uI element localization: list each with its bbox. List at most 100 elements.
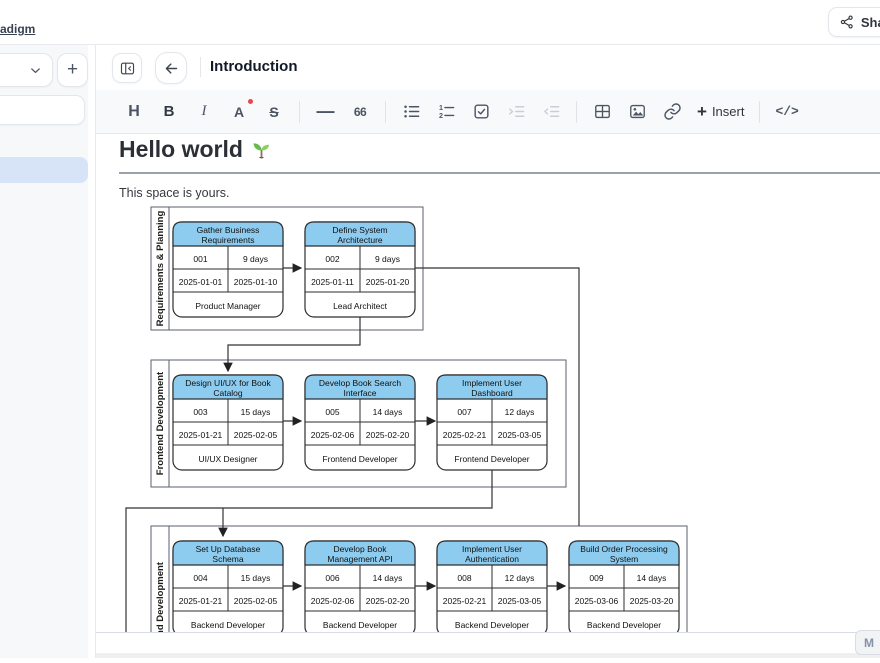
chevron-down-icon [28,63,43,78]
task-start-date: 2025-02-21 [443,596,487,606]
checkbox-icon [472,102,491,121]
svg-text:2: 2 [438,112,442,120]
task-end-date: 2025-02-20 [366,430,410,440]
indent-icon [507,102,526,121]
heading-button[interactable]: H [124,100,144,124]
indent-button[interactable] [506,100,526,124]
task-id: 001 [193,254,207,264]
task-id: 005 [325,407,339,417]
link-icon [663,102,682,121]
sidebar-divider [95,44,96,658]
share-label: Share [861,15,880,30]
task-resource: Product Manager [195,301,260,311]
task-end-date: 2025-03-20 [630,596,674,606]
page-title: Introduction [210,58,297,75]
task-005: Develop Book SearchInterface00514 days20… [305,375,415,470]
mermaid-button[interactable]: M [855,630,880,655]
task-title: Define SystemArchitecture [332,225,387,245]
task-duration: 14 days [637,573,667,583]
back-arrow-icon [163,60,180,77]
task-end-date: 2025-02-05 [234,596,278,606]
body-paragraph: This space is yours. [119,186,229,200]
heading-text: Hello world [119,136,243,163]
task-009: Build Order ProcessingSystem00914 days20… [569,541,679,636]
collapse-sidebar-button[interactable] [112,53,142,83]
toolbar-divider [385,101,386,123]
plus-icon: + [697,103,707,120]
task-title: Implement UserAuthentication [462,544,522,564]
italic-button[interactable]: I [194,100,214,124]
task-resource: Lead Architect [333,301,388,311]
bullet-list-button[interactable] [401,100,421,124]
bottom-strip [96,653,880,658]
task-id: 006 [325,573,339,583]
task-title: Develop BookManagement API [327,544,392,564]
table-button[interactable] [592,100,612,124]
back-button[interactable] [155,52,187,84]
numbered-list-button[interactable]: 1 2 [436,100,456,124]
sidebar-search-input[interactable] [0,95,85,125]
task-id: 008 [457,573,471,583]
task-duration: 12 days [505,407,535,417]
top-bar: adigm Share [0,0,880,45]
task-id: 009 [589,573,603,583]
gantt-diagram: Requirements & Planning Gather BusinessRe… [96,200,880,658]
link-button[interactable] [662,100,682,124]
swimlane: Frontend DevelopmentDesign UI/UX for Boo… [151,360,566,487]
document-heading: Hello world [119,136,272,163]
task-resource: Backend Developer [455,620,529,630]
diagram-footer-bar [96,632,880,654]
task-resource: Frontend Developer [454,454,529,464]
insert-label: Insert [712,104,745,119]
task-duration: 12 days [505,573,535,583]
outdent-button[interactable] [541,100,561,124]
collapse-sidebar-icon [119,60,136,77]
diagram-block[interactable]: Requirements & Planning Gather BusinessRe… [96,200,880,658]
horizontal-rule-button[interactable]: — [315,100,335,124]
task-resource: Backend Developer [323,620,397,630]
strikethrough-button[interactable]: S [264,100,284,124]
header-divider [200,57,201,77]
task-id: 002 [325,254,339,264]
task-004: Set Up DatabaseSchema00415 days2025-01-2… [173,541,283,636]
task-end-date: 2025-03-05 [498,596,542,606]
task-list-button[interactable] [471,100,491,124]
toolbar-divider [759,101,760,123]
table-icon [593,102,612,121]
task-end-date: 2025-02-20 [366,596,410,606]
seedling-emoji [251,139,272,160]
blockquote-button[interactable]: 66 [350,100,370,124]
task-007: Implement UserDashboard00712 days2025-02… [437,375,547,470]
image-button[interactable] [627,100,647,124]
task-008: Implement UserAuthentication 008 12 days 20… [437,541,547,636]
code-block-button[interactable]: </> [775,100,798,124]
formatting-toolbar: H B I A S — 66 1 2 [96,90,880,134]
editor-content[interactable]: Hello world This space is yours. Require… [96,134,880,658]
task-title: Gather BusinessRequirements [197,225,260,245]
share-icon [839,14,855,30]
text-color-button[interactable]: A [229,100,249,124]
task-start-date: 2025-01-01 [179,277,223,287]
svg-text:1: 1 [438,104,442,112]
space-switcher-dropdown[interactable] [0,53,53,87]
task-end-date: 2025-03-05 [498,430,542,440]
text-color-glyph: A [234,104,244,120]
task-resource: Frontend Developer [322,454,397,464]
numbered-list-icon: 1 2 [437,102,456,121]
bold-button[interactable]: B [159,100,179,124]
app-logo-link[interactable]: adigm [0,22,35,36]
task-duration: 14 days [373,573,403,583]
share-button[interactable]: Share [828,7,880,37]
add-page-button[interactable]: + [57,53,88,87]
insert-button[interactable]: + Insert [697,103,744,120]
bullet-list-icon [402,102,421,121]
lane-label: Requirements & Planning [155,211,166,327]
task-start-date: 2025-02-06 [311,430,355,440]
heading-rule [119,172,880,174]
sidebar-item-selected[interactable] [0,157,88,183]
task-end-date: 2025-01-20 [366,277,410,287]
task-resource: Backend Developer [191,620,265,630]
task-duration: 9 days [243,254,268,264]
task-start-date: 2025-01-21 [179,596,223,606]
task-start-date: 2025-02-21 [443,430,487,440]
